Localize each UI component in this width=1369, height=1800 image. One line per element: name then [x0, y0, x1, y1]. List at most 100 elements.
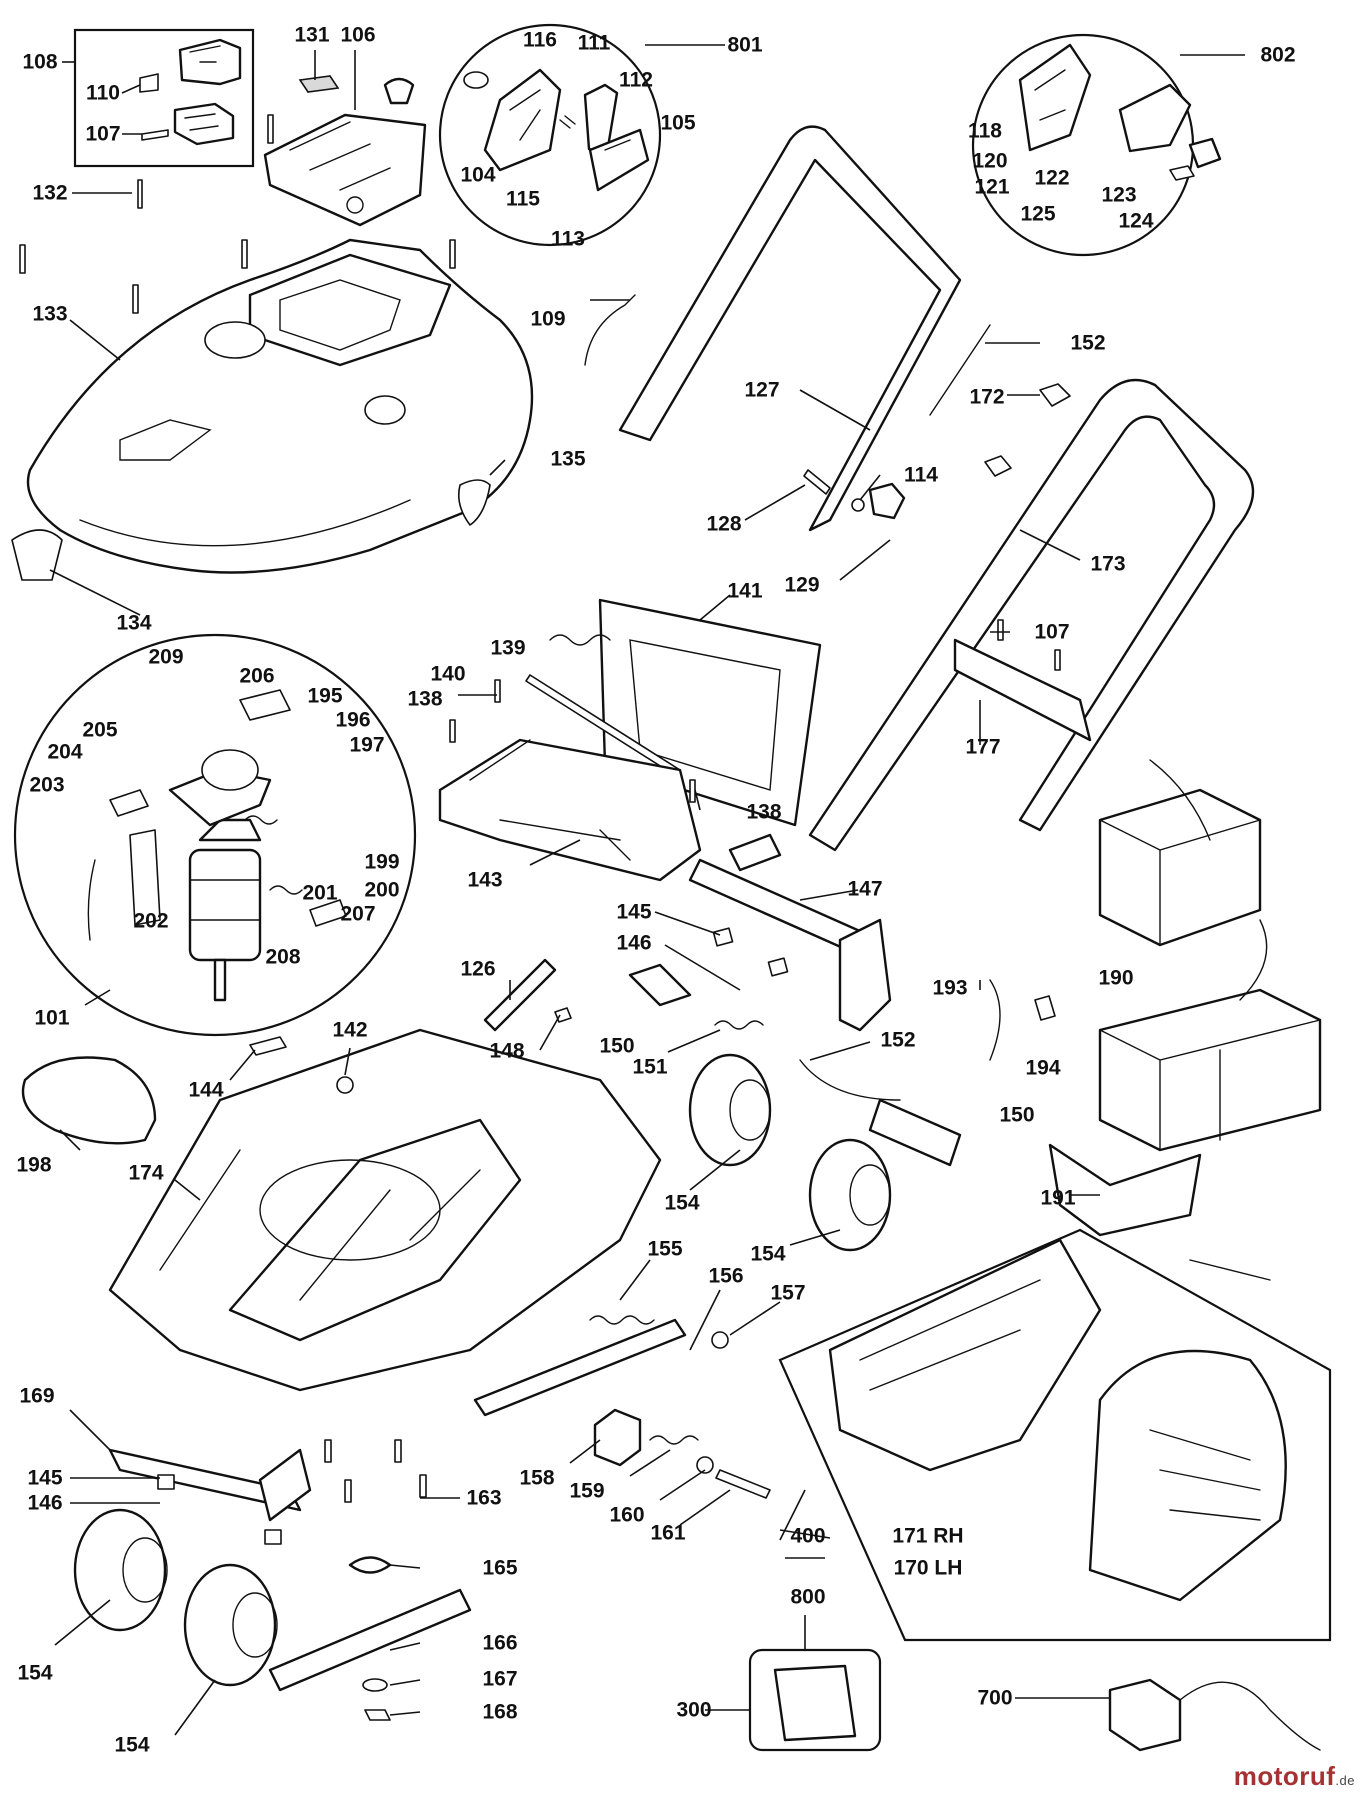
callout-140: 140 — [430, 662, 466, 686]
clip-157 — [711, 1331, 729, 1349]
callout-145b: 145 — [27, 1466, 63, 1490]
wheel-154-a — [688, 1053, 772, 1167]
grassbox-171-rh — [828, 1238, 1102, 1472]
clip-172 — [1039, 383, 1071, 407]
grassbox-170-lh — [1088, 1349, 1287, 1602]
callout-132: 132 — [32, 181, 68, 205]
flap-177 — [953, 638, 1092, 742]
callout-133: 133 — [32, 302, 68, 326]
detail-circle-101 — [13, 633, 417, 1037]
gear-158 — [593, 1408, 642, 1467]
upper-handle-127 — [618, 125, 962, 532]
screw — [344, 1479, 352, 1503]
spring-139 — [549, 634, 611, 646]
callout-120: 120 — [972, 149, 1008, 173]
screw — [19, 244, 26, 274]
callout-145: 145 — [616, 900, 652, 924]
charger-700 — [1108, 1678, 1321, 1752]
lower-handle-173 — [808, 378, 1255, 852]
nut — [264, 1529, 282, 1545]
nut-142 — [336, 1076, 354, 1094]
callout-801: 801 — [727, 33, 763, 57]
callout-197: 197 — [349, 733, 385, 757]
callout-131: 131 — [294, 23, 330, 47]
callout-205: 205 — [82, 718, 118, 742]
pivot-126 — [483, 958, 557, 1032]
callout-147: 147 — [847, 877, 883, 901]
callout-113: 113 — [551, 227, 585, 251]
callout-156: 156 — [708, 1264, 744, 1288]
watermark-suffix: .de — [1335, 1773, 1355, 1788]
callout-126: 126 — [460, 957, 496, 981]
callout-121: 121 — [974, 175, 1010, 199]
switch-body-part-107 — [173, 102, 235, 146]
callout-203: 203 — [29, 773, 65, 797]
callout-142: 142 — [332, 1018, 368, 1042]
motor-hood-133 — [26, 238, 534, 574]
motor-assembly-101 — [87, 689, 347, 1002]
cover-198 — [21, 1056, 157, 1145]
callout-163: 163 — [466, 1486, 502, 1510]
callout-129: 129 — [784, 573, 820, 597]
callout-190: 190 — [1098, 966, 1134, 990]
switch-cap-part-110 — [139, 38, 242, 93]
screw-163 — [324, 1439, 332, 1463]
callout-143: 143 — [467, 868, 503, 892]
accessory-box-800 — [748, 1648, 882, 1752]
callout-105: 105 — [660, 111, 696, 135]
callout-114: 114 — [904, 463, 938, 487]
callout-104: 104 — [460, 163, 496, 187]
part-135 — [457, 479, 491, 526]
callout-110: 110 — [86, 81, 120, 105]
callout-115: 115 — [506, 187, 540, 211]
screw — [394, 1439, 402, 1463]
callout-116: 116 — [523, 28, 557, 52]
callout-201: 201 — [302, 881, 338, 905]
callout-802: 802 — [1260, 43, 1296, 67]
strap — [1189, 1259, 1271, 1281]
screw-132 — [137, 179, 143, 209]
cable-152 — [929, 324, 991, 416]
callout-207: 207 — [340, 902, 376, 926]
callout-177: 177 — [965, 735, 1001, 759]
callout-191: 191 — [1040, 1186, 1076, 1210]
lead-193 — [989, 979, 1001, 1061]
battery-190-top — [1098, 788, 1262, 947]
callout-107b: 107 — [1034, 620, 1070, 644]
screw — [1054, 649, 1061, 671]
connector-194 — [1034, 995, 1056, 1021]
battery-leads — [1149, 759, 1268, 1001]
blade-166 — [268, 1588, 472, 1692]
bracket-147 — [688, 833, 892, 1032]
callout-128: 128 — [706, 512, 742, 536]
lever-parts-802 — [1018, 43, 1222, 181]
callout-124: 124 — [1118, 209, 1154, 233]
washer-114 — [851, 498, 865, 512]
axle-169 — [108, 1448, 302, 1512]
bracket-191 — [1048, 1143, 1202, 1237]
screw-138b — [689, 779, 696, 803]
callout-174: 174 — [128, 1161, 164, 1185]
spring-155 — [589, 1315, 655, 1325]
callout-111: 111 — [577, 31, 611, 55]
callout-107: 107 — [85, 122, 121, 146]
callout-166: 166 — [482, 1631, 518, 1655]
knob-129 — [868, 482, 906, 520]
screw — [419, 1474, 427, 1498]
clip — [984, 455, 1012, 477]
screw-138 — [494, 679, 501, 703]
callout-165: 165 — [482, 1556, 518, 1580]
callout-154c: 154 — [17, 1661, 53, 1685]
screw — [132, 284, 139, 314]
callout-152: 152 — [1070, 331, 1106, 355]
callout-169: 169 — [19, 1384, 55, 1408]
callout-152b: 152 — [880, 1028, 916, 1052]
callout-196: 196 — [335, 708, 371, 732]
callout-800: 800 — [790, 1585, 826, 1609]
wheel-154-d — [183, 1563, 278, 1687]
callout-135: 135 — [550, 447, 586, 471]
callout-160: 160 — [609, 1503, 645, 1527]
callout-204: 204 — [47, 740, 83, 764]
callout-157: 157 — [770, 1281, 806, 1305]
callout-109: 109 — [530, 307, 566, 331]
